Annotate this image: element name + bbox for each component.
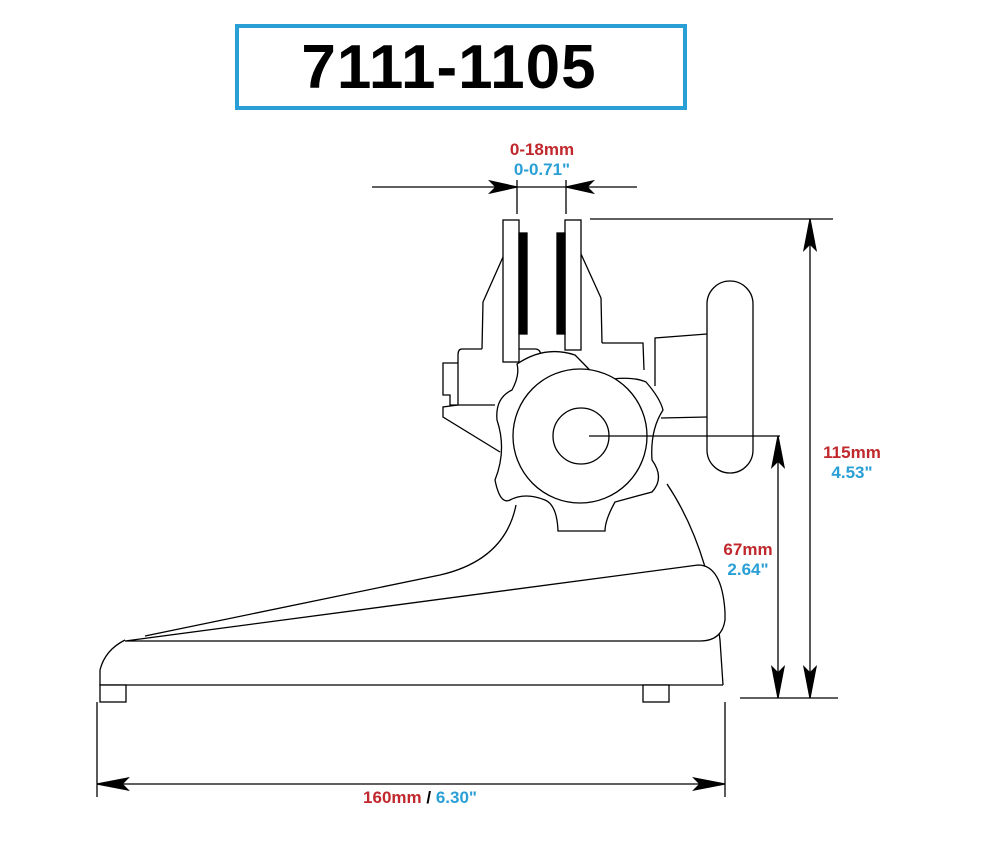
jaw-opening-metric: 0-18mm [509,140,575,159]
part-number-box: 7111-1105 [235,24,687,110]
clamp-jaws [481,219,603,363]
foot-right [642,684,670,703]
base-length-dimension [96,702,726,797]
center-height-label: 67mm 2.64" [718,540,778,580]
jaw-opening-label: 0-18mm 0-0.71" [497,140,587,180]
center-height-imperial: 2.64" [727,560,769,579]
jaw-opening-dimension [372,179,637,214]
center-height-metric: 67mm [723,540,773,559]
base [99,564,726,703]
side-handle [706,280,754,474]
base-length-imperial: 6.30" [435,788,477,807]
jaw-opening-imperial: 0-0.71" [513,160,571,179]
star-knob [494,350,664,532]
total-height-metric: 115mm [823,443,881,462]
total-height-imperial: 4.53" [831,463,873,482]
base-length-metric: 160mm [363,788,422,807]
base-length-label: 160mm / 6.30" [320,788,520,808]
clamp-body [442,333,708,453]
left-jaw-pad [518,232,528,335]
foot-left [99,684,127,703]
part-number: 7111-1105 [301,32,597,102]
base-length-separator: / [421,788,436,807]
center-height-dimension [740,435,838,699]
total-height-dimension [590,218,833,699]
right-jaw-pad [556,232,566,335]
total-height-label: 115mm 4.53" [812,443,892,483]
